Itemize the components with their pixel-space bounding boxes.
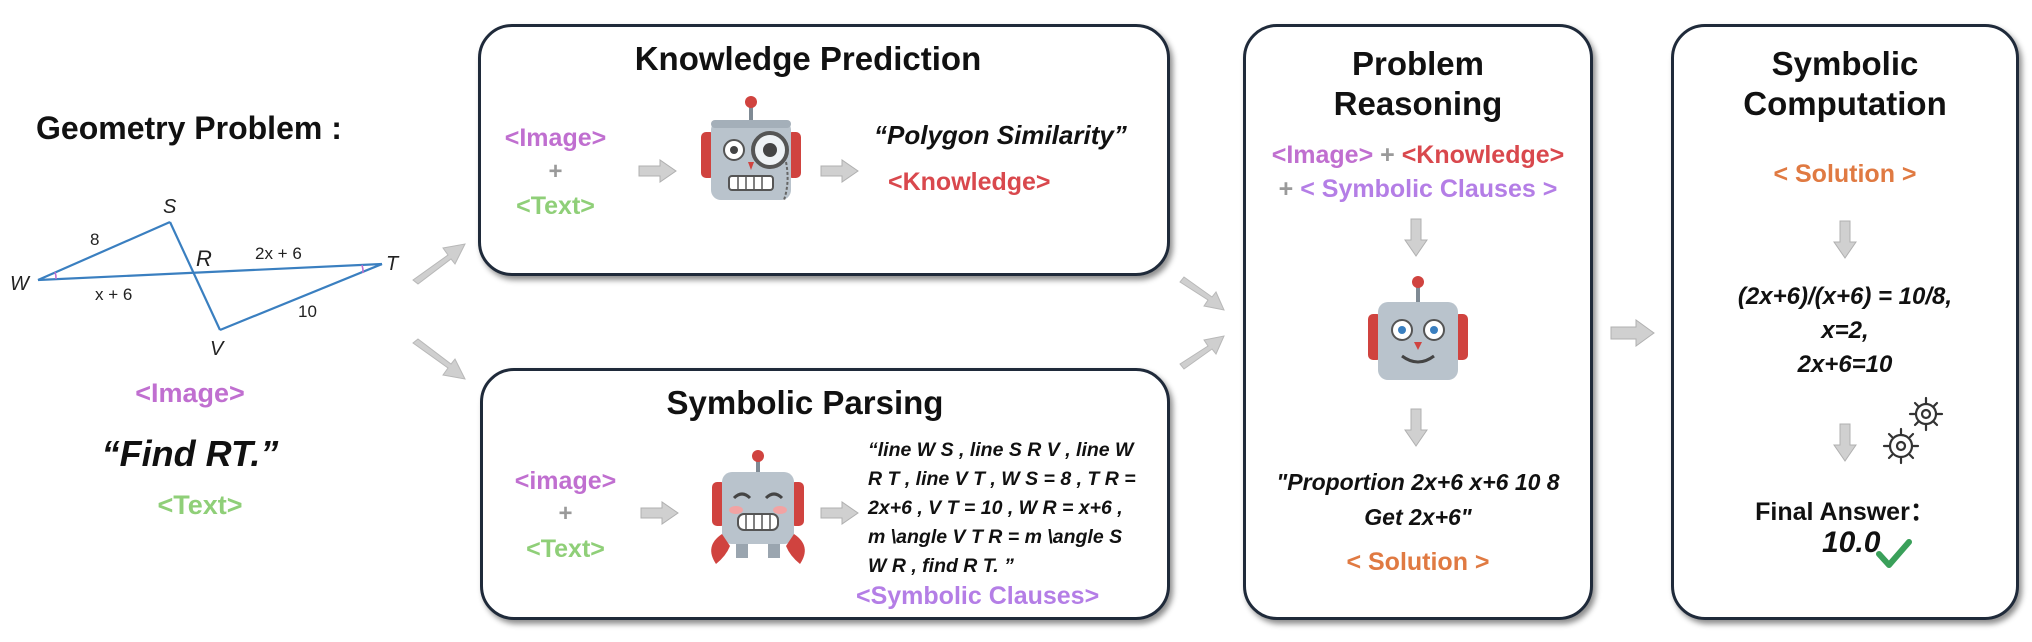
arrow-icon: [640, 501, 679, 525]
angle-w-mark: [54, 271, 57, 280]
segment-wt: [37, 262, 383, 282]
label-v: V: [210, 338, 225, 360]
problem-title: Geometry Problem :: [36, 110, 342, 146]
arrow-icon: [1179, 276, 1225, 311]
computation-solution-tag: < Solution >: [1773, 160, 1917, 188]
clause-line: W R , find R T. ”: [868, 555, 1014, 577]
label-w: W: [10, 273, 31, 295]
knowledge-image-tag: <Image>: [504, 124, 607, 152]
reasoning-plus: +: [1380, 141, 1395, 169]
final-answer-value: 10.0: [1822, 526, 1881, 559]
knowledge-title: Knowledge Prediction: [634, 40, 982, 77]
arrow-icon: [1404, 408, 1428, 447]
clause-line: “line W S , line S R V , line W: [868, 439, 1134, 461]
arrow-icon: [412, 338, 466, 380]
gears-icon: [1882, 396, 1944, 465]
final-answer-label: Final Answer：: [1755, 498, 1935, 526]
label-r: R: [196, 246, 212, 271]
arrow-icon: [1833, 423, 1857, 462]
reasoning-output-line: "Proportion 2x+6 x+6 10 8: [1276, 469, 1560, 495]
arrow-icon: [638, 159, 677, 183]
arrow-icon: [1179, 335, 1225, 370]
clause-line: m \angle V T R = m \angle S: [868, 526, 1123, 548]
reasoning-title: Problem Reasoning: [1243, 44, 1593, 124]
equation-line: 2x+6=10: [1797, 351, 1893, 378]
parsing-text-tag: <Text>: [526, 535, 605, 563]
magnifier-robot-icon: [701, 96, 801, 201]
reasoning-inputs-line2: + < Symbolic Clauses >: [1243, 175, 1593, 204]
symbolic-clauses-text: “line W S , line S R V , line W R T , li…: [868, 436, 1158, 581]
knowledge-prediction-text: “Polygon Similarity”: [874, 120, 1127, 150]
clause-line: R T , line V T , W S = 8 , T R =: [868, 468, 1136, 490]
angle-t-mark: [361, 264, 364, 274]
checkmark-icon: [1876, 539, 1912, 568]
happy-robot-icon: [711, 450, 805, 564]
problem-question: “Find RT.”: [101, 433, 279, 474]
label-ws-length: 8: [90, 230, 99, 249]
reasoning-output: "Proportion 2x+6 x+6 10 8 Get 2x+6": [1243, 465, 1593, 535]
symbolic-parsing-panel: [480, 368, 1170, 620]
knowledge-prediction-panel: [478, 24, 1170, 276]
arrow-icon: [1610, 319, 1655, 347]
reasoning-plus: +: [1278, 175, 1294, 203]
label-vt-length: 10: [298, 302, 317, 321]
reasoning-output-line: Get 2x+6": [1364, 504, 1472, 530]
arrow-icon: [820, 159, 859, 183]
arrow-icon: [820, 501, 859, 525]
problem-text-tag: <Text>: [157, 490, 243, 520]
label-s: S: [163, 196, 177, 218]
symbolic-clauses-tag: <Symbolic Clauses>: [856, 582, 1100, 610]
computation-title-line: Symbolic: [1771, 45, 1919, 82]
knowledge-text-tag: <Text>: [516, 192, 595, 220]
reasoning-title-line: Problem: [1351, 45, 1485, 82]
equation-line: x=2,: [1821, 317, 1869, 344]
parsing-image-tag: <image>: [514, 467, 617, 495]
knowledge-plus: +: [548, 158, 563, 185]
reasoning-inputs: <Image> + <Knowledge>: [1243, 141, 1593, 170]
geometry-figure: W S R T V 8 2x + 6 x + 6 10: [10, 196, 400, 360]
arrow-icon: [412, 243, 466, 285]
reasoning-knowledge-tag: <Knowledge>: [1401, 141, 1565, 169]
smiling-robot-icon: [1368, 276, 1468, 380]
clause-line: 2x+6 , V T = 10 , W R = x+6 ,: [868, 497, 1123, 519]
label-t: T: [386, 253, 400, 275]
equation-line: (2x+6)/(x+6) = 10/8,: [1737, 283, 1953, 310]
segment-ws: [37, 220, 171, 282]
reasoning-title-line: Reasoning: [1333, 85, 1503, 122]
reasoning-image-tag: <Image>: [1271, 141, 1374, 169]
computation-equations: (2x+6)/(x+6) = 10/8, x=2, 2x+6=10: [1671, 280, 2019, 382]
parsing-title: Symbolic Parsing: [666, 384, 944, 421]
parsing-plus: +: [558, 500, 573, 527]
problem-image-tag: <Image>: [135, 378, 245, 408]
computation-title: Symbolic Computation: [1671, 44, 2019, 124]
knowledge-tag: <Knowledge>: [888, 168, 1051, 196]
reasoning-clauses-tag: < Symbolic Clauses >: [1300, 175, 1558, 203]
segment-sv: [169, 221, 221, 331]
arrow-icon: [1833, 220, 1857, 259]
symbolic-computation-panel: [1671, 24, 2019, 620]
label-wr-length: x + 6: [95, 285, 132, 304]
arrow-icon: [1404, 218, 1428, 257]
reasoning-solution-tag: < Solution >: [1346, 548, 1490, 576]
label-rt-length: 2x + 6: [255, 244, 302, 263]
computation-title-line: Computation: [1743, 85, 1947, 122]
segment-vt: [219, 262, 383, 332]
